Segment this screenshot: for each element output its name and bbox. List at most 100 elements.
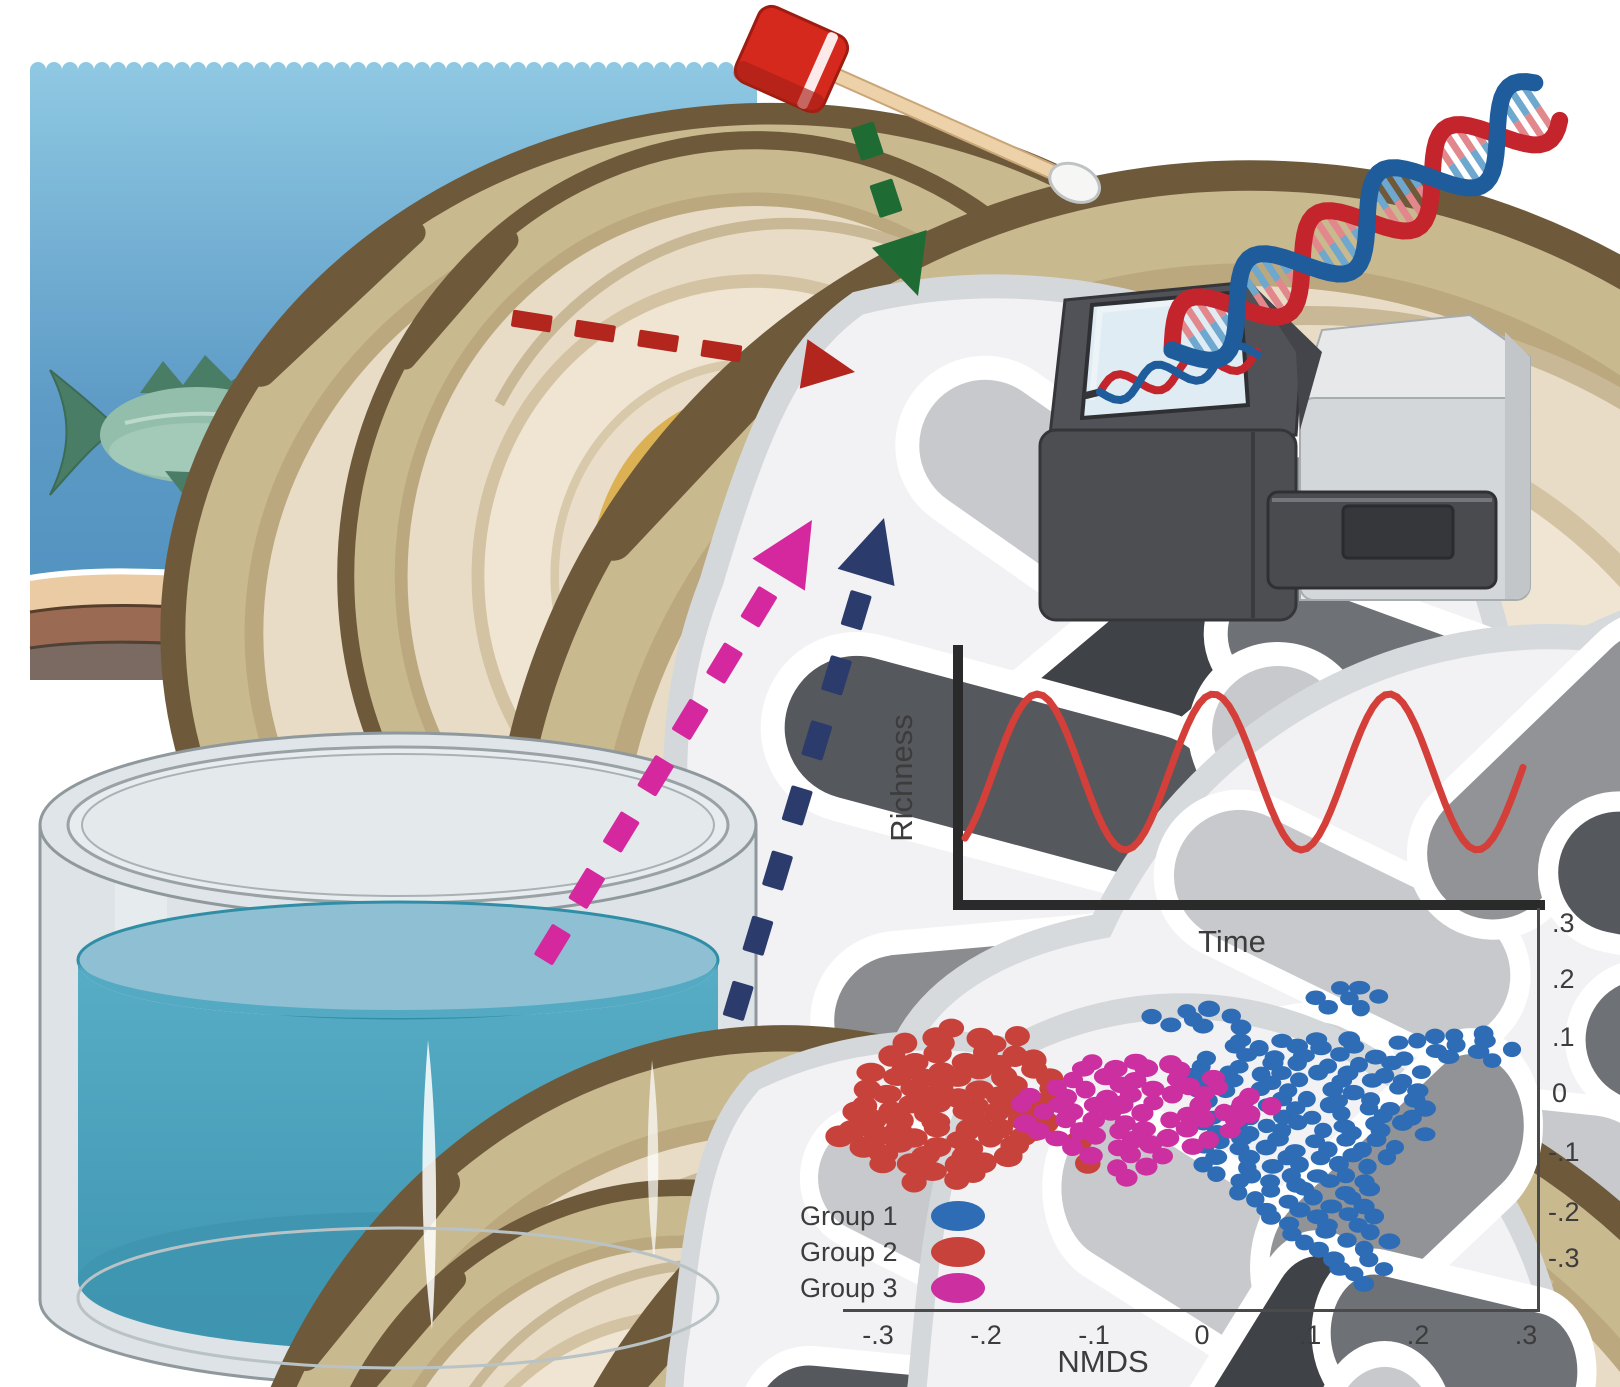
scatter-dot — [1160, 1017, 1182, 1033]
scatter-dot — [1364, 1208, 1385, 1225]
y-tick: 0 — [1552, 1078, 1567, 1108]
arrow-dash — [781, 785, 813, 826]
scatter-dot — [1181, 1138, 1205, 1155]
scatter-dot — [1414, 1127, 1436, 1142]
arrow-dash — [574, 319, 616, 343]
scatter-dot — [984, 1102, 1011, 1122]
arrow-head — [752, 520, 812, 591]
scatter-dot — [993, 1145, 1023, 1168]
scatter-dot — [1319, 1174, 1340, 1188]
scatter-dot — [944, 1068, 972, 1087]
scatter-dot — [1079, 1146, 1103, 1165]
scatter-dot — [1377, 1149, 1397, 1166]
nmds-scatter-chart: -.3 -.2 -.1 0 .1 .2 .3 .3 .2 .1 0 -.1 -.… — [800, 908, 1580, 1379]
x-tick: .1 — [1299, 1320, 1322, 1350]
scatter-dot — [1141, 1008, 1162, 1025]
legend-swatch-group3 — [931, 1273, 985, 1303]
scatter-dot — [1359, 1100, 1379, 1116]
scatter-dot — [1358, 1158, 1377, 1175]
scatter-dot — [1343, 1039, 1365, 1054]
scatter-dot — [1122, 1131, 1145, 1149]
arrow-larva-to-bacteria — [511, 309, 855, 389]
scatter-dot — [883, 1067, 912, 1087]
scatter-dot — [1302, 1110, 1322, 1125]
scatter-dot — [1361, 1073, 1383, 1088]
x-tick: -.1 — [1078, 1320, 1110, 1350]
richness-time-chart: Richness Time — [884, 645, 1545, 959]
scatter-dot — [1378, 1233, 1401, 1250]
scatter-dot — [1045, 1130, 1070, 1147]
scatter-dot — [1374, 1262, 1394, 1277]
arrow-dash — [568, 867, 605, 909]
arrow-dash — [637, 329, 679, 353]
richness-x-axis — [953, 900, 1545, 910]
arrow-dash — [706, 642, 743, 684]
y-tick: -.1 — [1548, 1137, 1580, 1167]
y-tick: .2 — [1552, 964, 1575, 994]
arrow-dash — [742, 915, 774, 956]
scatter-dot — [896, 1153, 925, 1175]
scatter-dot — [1366, 1132, 1387, 1148]
nmds-axis-label: NMDS — [1057, 1344, 1148, 1379]
scatter-dot — [1303, 1189, 1323, 1206]
richness-curve — [961, 690, 1527, 854]
scatter-dot — [1340, 991, 1359, 1006]
scatter-dot — [1160, 1111, 1181, 1129]
nmds-scatter-points — [825, 980, 1522, 1292]
y-tick: .1 — [1552, 1022, 1575, 1052]
scatter-series-group-3 — [1011, 1053, 1282, 1187]
arrow-dash — [722, 980, 754, 1021]
scatter-dot — [1353, 1276, 1375, 1292]
scatter-dot — [1310, 1040, 1332, 1056]
scatter-dot — [1221, 1008, 1242, 1024]
scatter-dot — [1328, 1155, 1349, 1173]
scatter-dot — [1219, 1123, 1241, 1139]
scatter-dot — [1193, 1156, 1213, 1173]
scatter-dot — [1411, 1065, 1431, 1079]
scatter-dot — [1192, 1110, 1216, 1128]
scatter-dot — [1085, 1127, 1106, 1145]
y-tick: .3 — [1552, 908, 1575, 938]
scatter-dot — [1156, 1128, 1180, 1148]
dna-sequencer — [1038, 280, 1531, 622]
scatter-series-group-1 — [1141, 980, 1522, 1292]
ocean-scene — [29, 48, 1620, 1387]
arrow-dash — [821, 655, 852, 696]
scatter-dot — [1271, 1066, 1292, 1080]
scatter-dot — [1139, 1135, 1163, 1154]
legend-swatch-group2 — [931, 1237, 985, 1267]
scatter-dot — [1230, 1173, 1250, 1189]
arrow-swab-to-bacteria — [851, 121, 927, 296]
scatter-dot — [1336, 1168, 1356, 1184]
scatter-dot — [1369, 989, 1389, 1004]
scatter-dot — [1305, 990, 1326, 1006]
scatter-dot — [1230, 1019, 1252, 1036]
beaker — [38, 731, 1620, 1387]
scatter-dot — [825, 1125, 854, 1148]
time-axis-label: Time — [1198, 924, 1266, 959]
y-tick: -.2 — [1548, 1197, 1580, 1227]
scatter-dot — [1246, 1191, 1265, 1208]
scatter-dot — [1229, 1184, 1248, 1201]
arrow-dash — [869, 178, 903, 218]
scatter-dot — [1329, 1261, 1351, 1276]
glass-highlight — [422, 1040, 437, 1330]
scatter-dot — [1308, 1064, 1329, 1081]
legend-label-group3: Group 3 — [800, 1273, 898, 1303]
arrow-head — [799, 339, 855, 389]
scatter-dot — [1305, 1134, 1325, 1149]
scatter-dot — [1134, 1059, 1159, 1078]
scatter-dot — [1364, 1049, 1387, 1065]
scatter-dot — [1282, 1226, 1302, 1242]
arrow-dash — [801, 720, 833, 761]
arrow-dash — [840, 590, 872, 631]
scatter-dot — [918, 1162, 947, 1181]
scatter-dot — [1318, 1000, 1338, 1015]
nmds-y-axis — [1537, 908, 1540, 1312]
scatter-dot — [1414, 1100, 1436, 1117]
scatter-dot — [1161, 1085, 1183, 1104]
arrow-dash — [534, 924, 571, 965]
scatter-dot — [1342, 1084, 1365, 1101]
